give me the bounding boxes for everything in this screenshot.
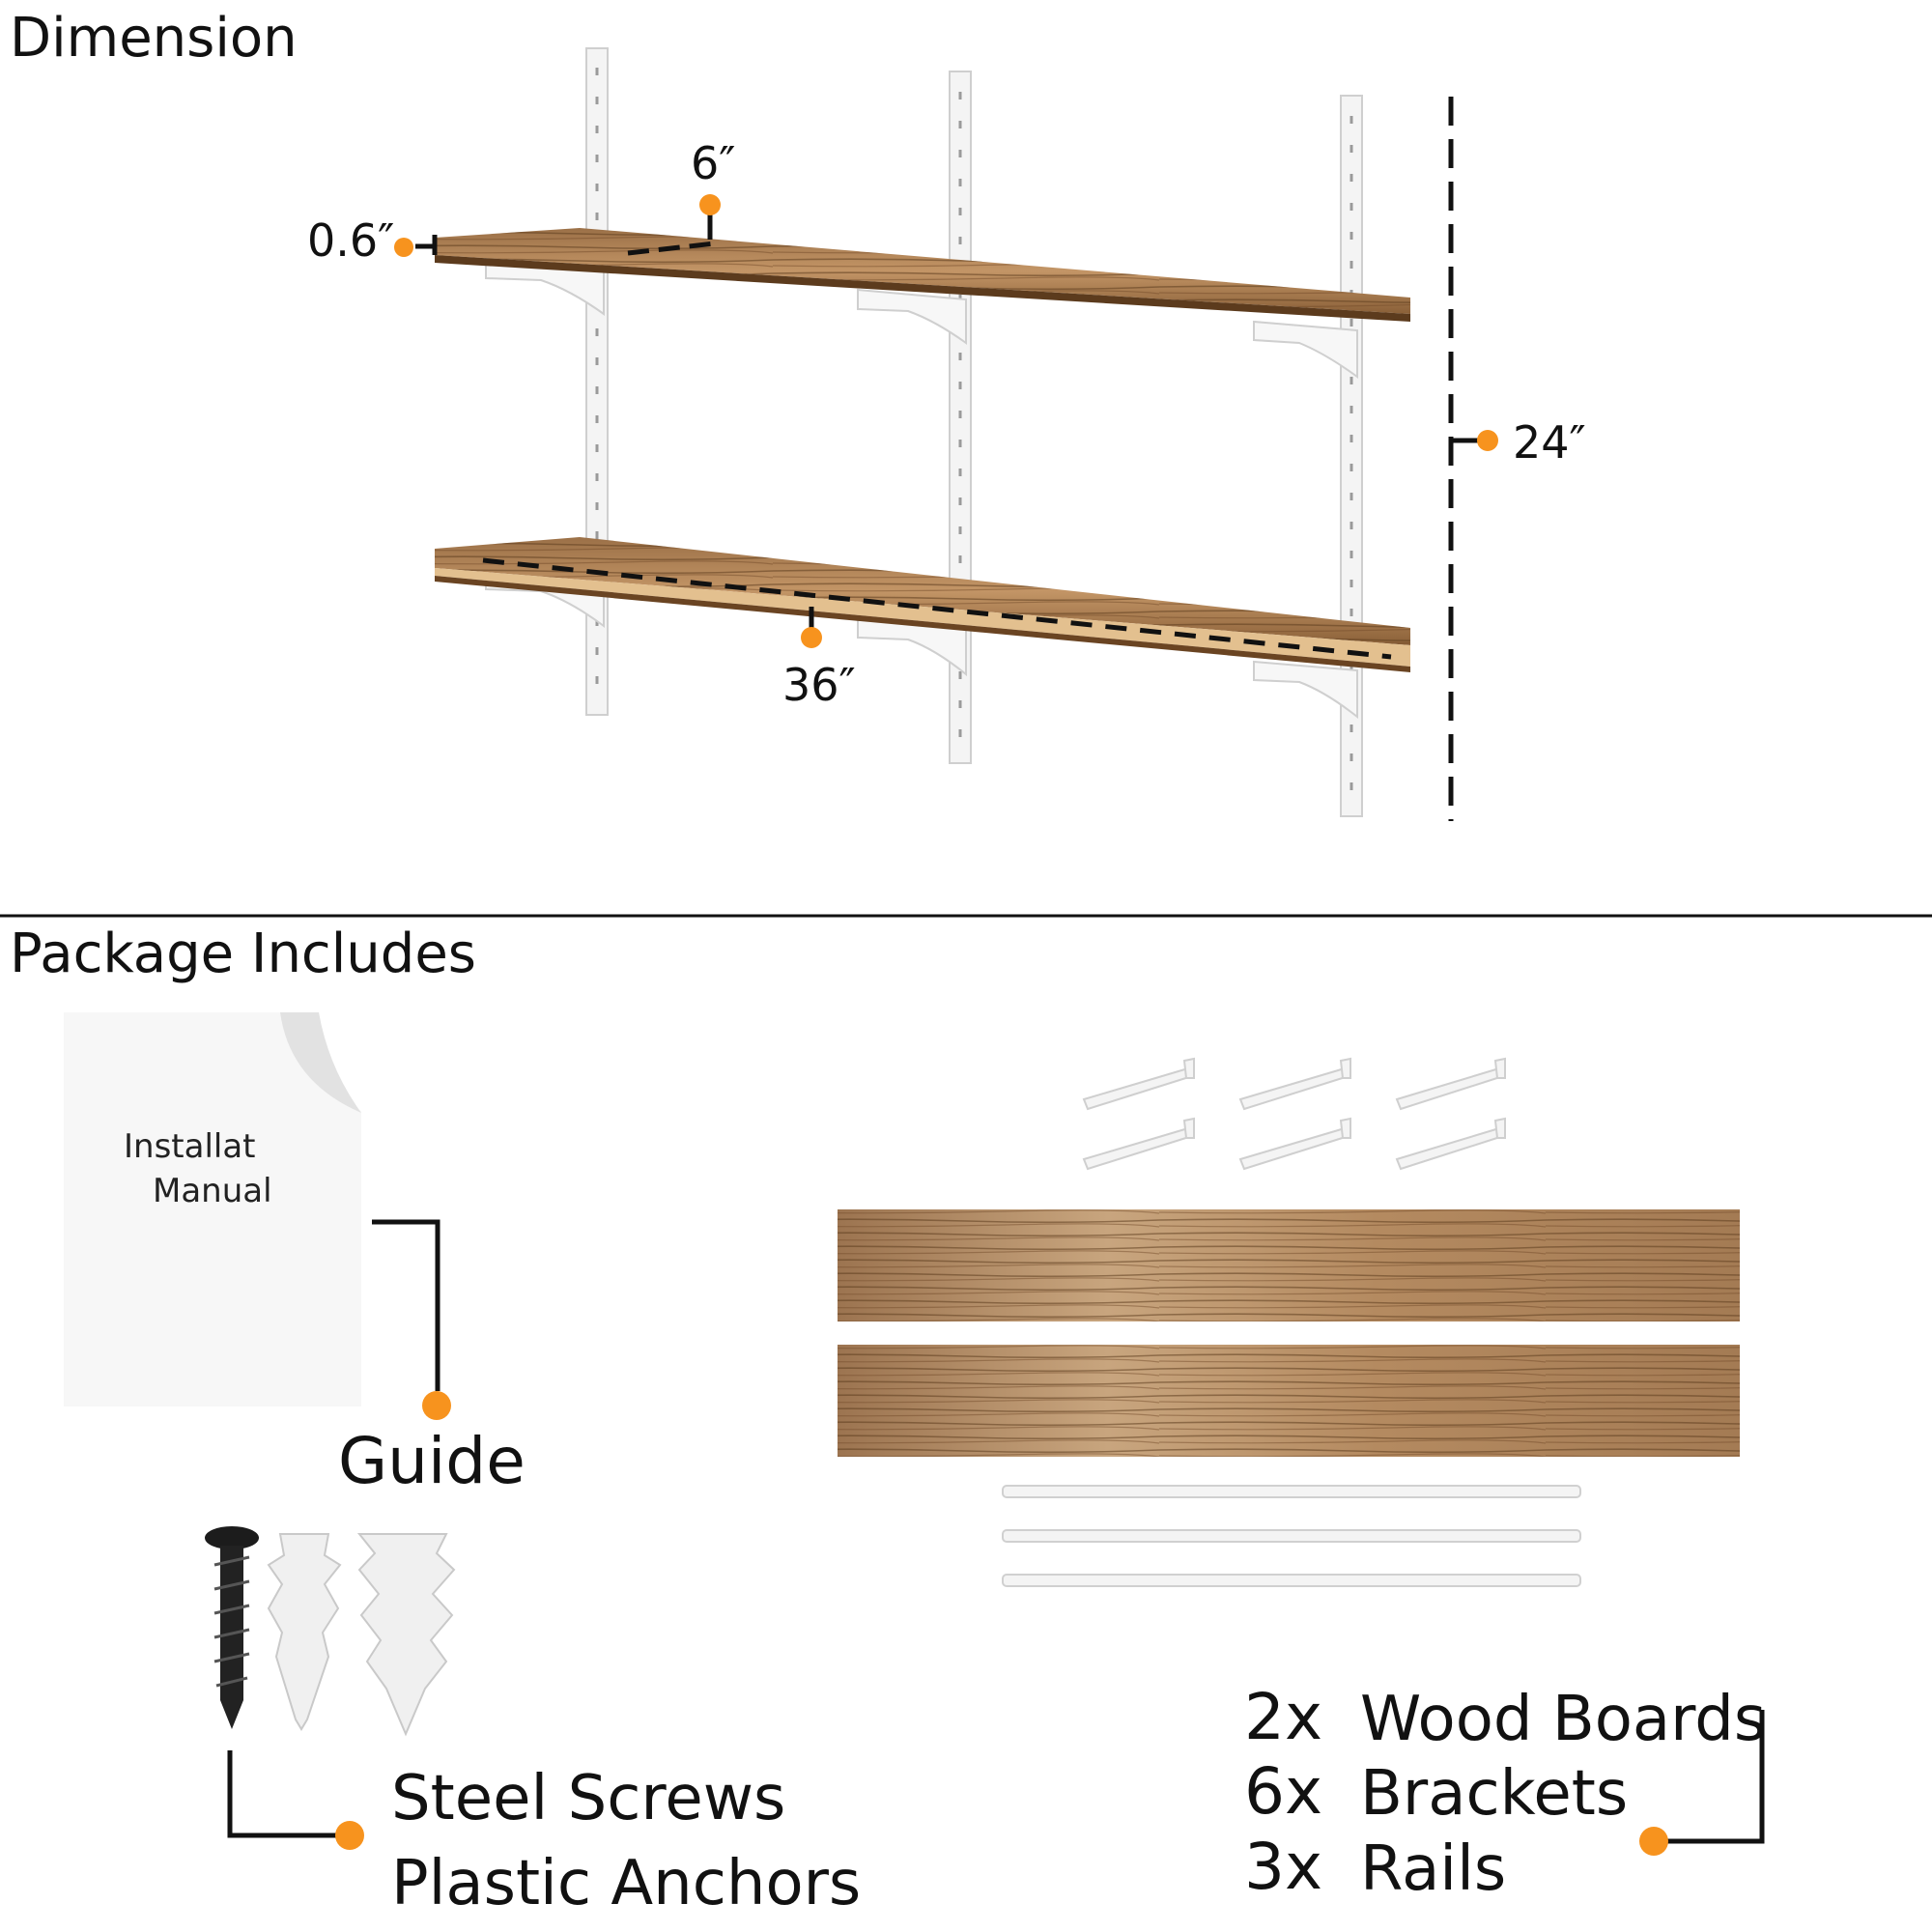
manual-sheet [64, 1012, 361, 1406]
contents-name-brackets: Brackets [1360, 1758, 1629, 1830]
package-title: Package Includes [10, 923, 476, 985]
height-label: 24″ [1513, 416, 1586, 469]
length-label: 36″ [782, 659, 856, 711]
hardware-line2: Plastic Anchors [391, 1848, 862, 1919]
screw-and-anchors [205, 1526, 456, 1737]
manual-text-line2: Manual [153, 1172, 272, 1210]
dimension-dots [394, 194, 1498, 648]
hardware-connector [227, 1750, 338, 1838]
contents-connector [1667, 1710, 1765, 1844]
contents-qty-boards: 2x [1244, 1680, 1323, 1754]
contents-name-boards: Wood Boards [1360, 1684, 1767, 1755]
loose-rails [1002, 1485, 1581, 1587]
depth-label: 6″ [691, 137, 736, 189]
guide-label: Guide [338, 1424, 526, 1498]
lower-shelf [435, 537, 1410, 672]
loose-boards [838, 1209, 1740, 1457]
contents-qty-rails: 3x [1244, 1830, 1323, 1904]
hardware-line1: Steel Screws [391, 1763, 786, 1834]
dimension-title: Dimension [10, 7, 298, 70]
thickness-label: 0.6″ [307, 214, 395, 267]
guide-connector [372, 1219, 440, 1391]
dimension-markers [415, 97, 1488, 821]
contents-qty-brackets: 6x [1244, 1754, 1323, 1829]
manual-text-line1: Installat [124, 1127, 256, 1166]
loose-brackets [1082, 1057, 1506, 1171]
contents-name-rails: Rails [1360, 1833, 1507, 1905]
